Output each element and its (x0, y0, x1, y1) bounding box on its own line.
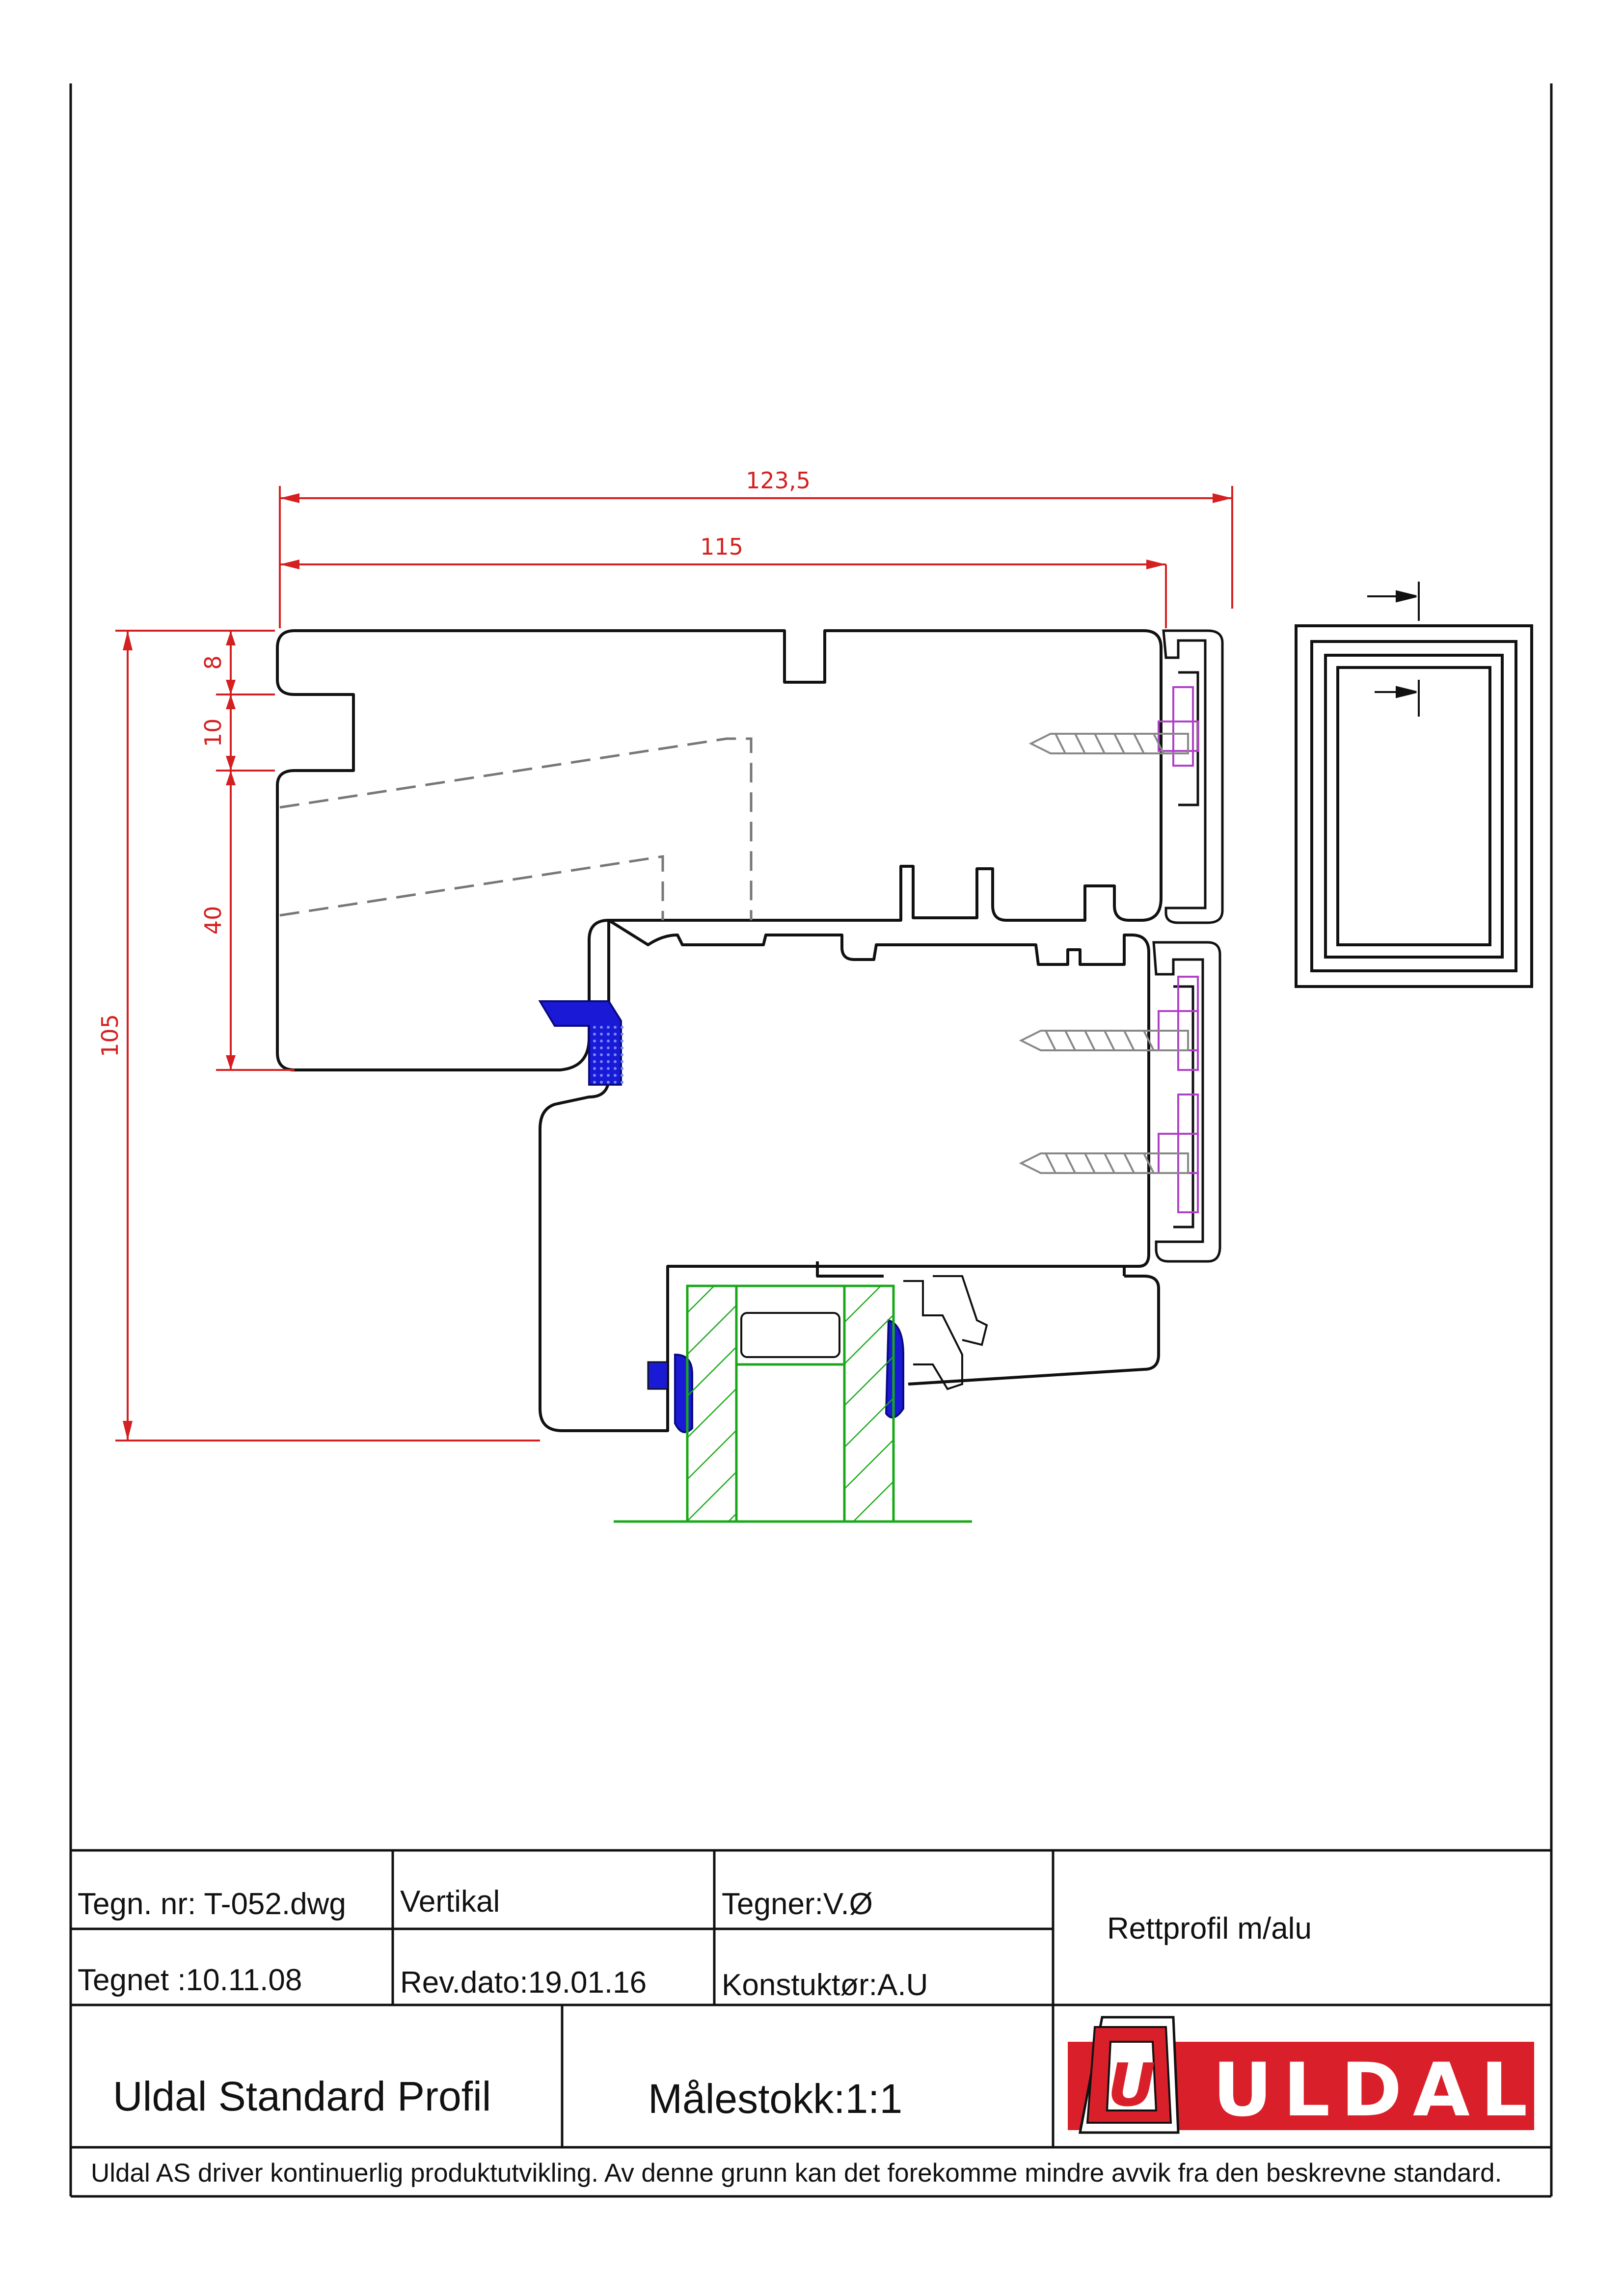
description: Rettprofil m/alu (1107, 1912, 1312, 1946)
dimension-arrows (123, 493, 1232, 1441)
screws (1019, 733, 1189, 1174)
section-detail (1295, 624, 1533, 988)
glazing-clip (903, 1275, 988, 1390)
sheet-border (69, 83, 1553, 2196)
uldal-logo: U ULDAL (1068, 2016, 1539, 2134)
revision-date: Rev.dato:19.01.16 (400, 1966, 647, 2000)
drawn-date: Tegnet :10.11.08 (78, 1963, 302, 1997)
disclaimer: Uldal AS driver kontinuerlig produktutvi… (91, 2159, 1502, 2188)
dim-seg-40: 40 (200, 906, 226, 935)
dimensions (115, 486, 1233, 1442)
drawing-number: Tegn. nr: T-052.dwg (78, 1887, 346, 1921)
logo-window-mark: U (1078, 2016, 1180, 2134)
scale: Målestokk:1:1 (648, 2076, 902, 2122)
view-label: Vertikal (400, 1885, 500, 1919)
dim-seg-8: 8 (200, 655, 226, 669)
logo-name: ULDAL (1213, 2048, 1539, 2133)
series-name: Uldal Standard Profil (113, 2073, 491, 2119)
dim-height: 105 (97, 1014, 123, 1057)
dim-seg-10: 10 (200, 719, 226, 748)
section-markers (1367, 582, 1420, 717)
dim-overall-width: 123,5 (746, 467, 811, 494)
fittings (1158, 686, 1199, 1213)
frame-profile (276, 629, 1163, 1432)
glazing-unit (614, 1284, 972, 1523)
drawn-by: Tegner:V.Ø (722, 1887, 873, 1921)
hidden-lines (279, 737, 753, 920)
title-block-grid (71, 1849, 1551, 2198)
alu-cladding-upper (1162, 629, 1224, 924)
constructor: Konstuktør:A.U (722, 1968, 928, 2002)
logo-mark-letter: U (1108, 2052, 1155, 2120)
dim-frame-width: 115 (700, 534, 743, 560)
alu-cladding-lower (1152, 941, 1221, 1263)
